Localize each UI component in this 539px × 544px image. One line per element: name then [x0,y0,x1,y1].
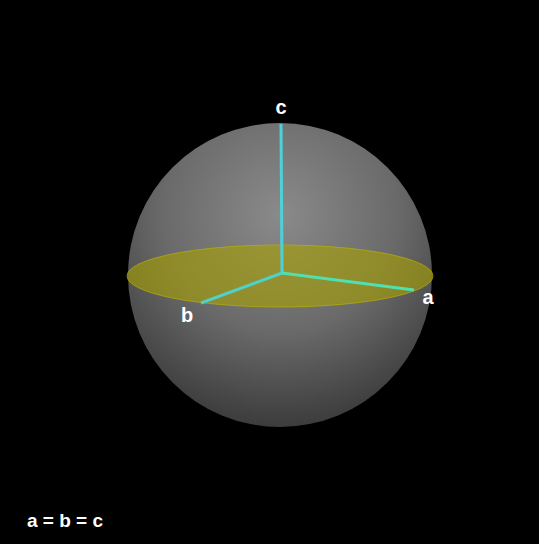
axis-label: a [422,287,433,307]
equatorial-plane [127,245,433,307]
caption-note: a = b = c [27,511,103,530]
axis-label: c [275,97,286,117]
axis-label: b [181,305,193,325]
a-axis [282,273,414,290]
b-axis [201,273,282,303]
sphere [128,123,432,427]
c-axis [281,124,282,273]
